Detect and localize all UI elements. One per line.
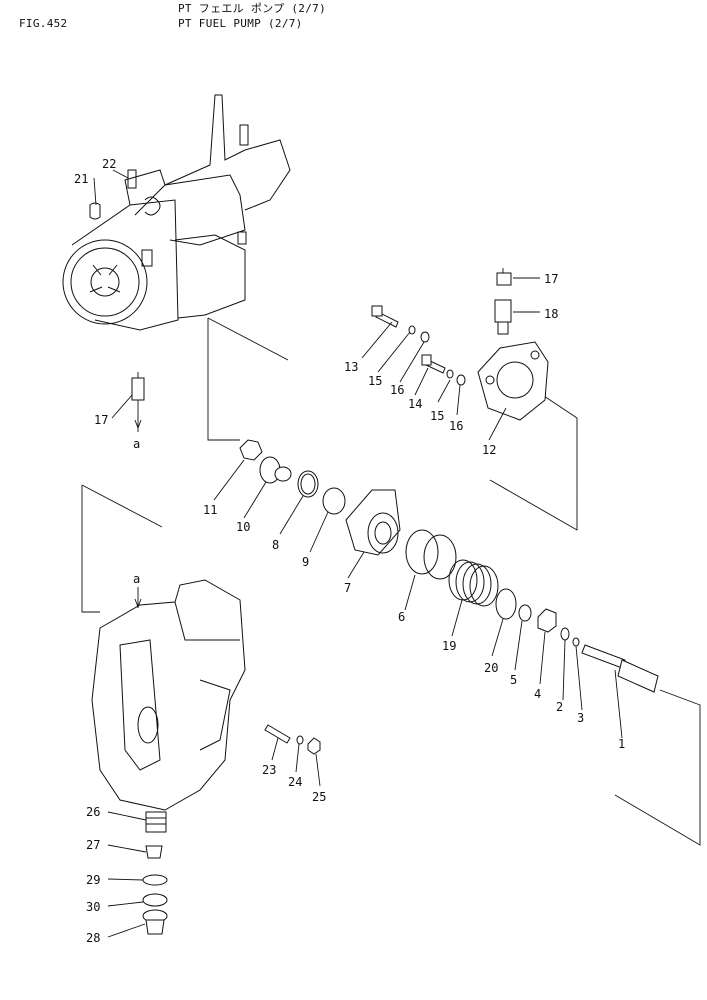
label-part-30: 30: [86, 900, 100, 914]
label-part-21: 21: [74, 172, 88, 186]
label-part-9: 9: [302, 555, 309, 569]
fig-number: FIG.452: [19, 17, 68, 30]
label-part-27: 27: [86, 838, 100, 852]
label-part-10: 10: [236, 520, 250, 534]
label-part-12: 12: [482, 443, 496, 457]
label-part-18: 18: [544, 307, 558, 321]
label-part-20: 20: [484, 661, 498, 675]
label-part-26: 26: [86, 805, 100, 819]
label-part-25: 25: [312, 790, 326, 804]
part-leader-lines: [93, 169, 623, 938]
label-part-23: 23: [262, 763, 276, 777]
label-part-17-right: 17: [544, 272, 558, 286]
label-part-28: 28: [86, 931, 100, 945]
part-labels: a a 21 22 17 17 18 13 15 16 14 15 16 12 …: [74, 157, 625, 945]
reference-lines: [81, 317, 701, 846]
label-part-19: 19: [442, 639, 456, 653]
label-part-6: 6: [398, 610, 405, 624]
label-part-17-left: 17: [94, 413, 108, 427]
label-part-7: 7: [344, 581, 351, 595]
label-part-8: 8: [272, 538, 279, 552]
title-english: PT FUEL PUMP (2/7): [178, 17, 303, 30]
label-part-22: 22: [102, 157, 116, 171]
label-part-16-b: 16: [449, 419, 463, 433]
marker-a-lower: a: [133, 572, 140, 586]
label-part-11: 11: [203, 503, 217, 517]
label-part-29: 29: [86, 873, 100, 887]
label-part-14: 14: [408, 397, 422, 411]
label-part-15-a: 15: [368, 374, 382, 388]
label-part-5: 5: [510, 673, 517, 687]
label-part-15-b: 15: [430, 409, 444, 423]
fuel-pump-assembly-drawing: [62, 94, 291, 331]
label-part-3: 3: [577, 711, 584, 725]
label-part-24: 24: [288, 775, 302, 789]
marker-a-upper: a: [133, 437, 140, 451]
pump-housing-drawing: [91, 579, 246, 811]
label-part-1: 1: [618, 737, 625, 751]
label-part-13: 13: [344, 360, 358, 374]
label-part-16-a: 16: [390, 383, 404, 397]
parts: [131, 268, 659, 935]
label-part-4: 4: [534, 687, 541, 701]
title-japanese: PT フェエル ポンプ (2/7): [178, 2, 326, 15]
label-part-2: 2: [556, 700, 563, 714]
